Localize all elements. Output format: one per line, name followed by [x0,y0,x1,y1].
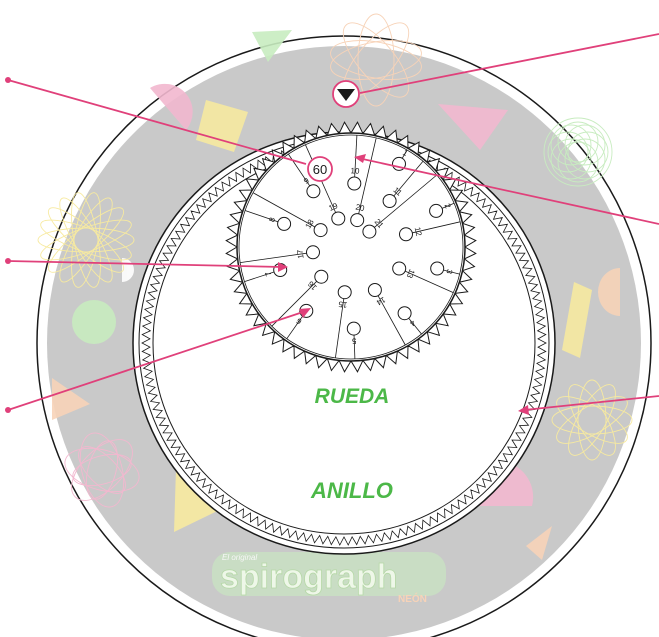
wheel-hole [315,270,328,283]
ring-marker [333,81,359,107]
wheel-hole [351,214,364,227]
logo-sub: NEÓN [398,592,427,605]
callout-dot [5,258,11,264]
wheel-hole [393,262,406,275]
anillo-label: ANILLO [310,478,393,503]
callout-dot [5,407,11,413]
wheel-hole [307,246,320,259]
logo-brand: spirograph [220,558,398,596]
pastel-circle-shape [72,300,116,344]
wheel-hole [332,212,345,225]
rueda-label: RUEDA [315,385,390,408]
wheel-hole [368,284,381,297]
wheel-hole [431,262,444,275]
tooth-count-label: 60 [313,162,327,177]
wheel-hole [347,322,360,335]
wheel-hole [398,307,411,320]
wheel-hole [307,185,320,198]
wheel-hole [430,204,443,217]
wheel-hole [348,177,361,190]
wheel-hole [383,195,396,208]
wheel-hole [363,225,376,238]
callout-dot [5,77,11,83]
tooth-count-badge: 60 [308,157,332,181]
wheel-hole [338,286,351,299]
wheel-hole-number: 17 [295,249,305,260]
wheel-hole [278,217,291,230]
wheel-hole-number: 10 [350,166,360,175]
wheel-hole [314,224,327,237]
wheel-hole [400,228,413,241]
wheel-hole-number: 15 [337,299,348,309]
